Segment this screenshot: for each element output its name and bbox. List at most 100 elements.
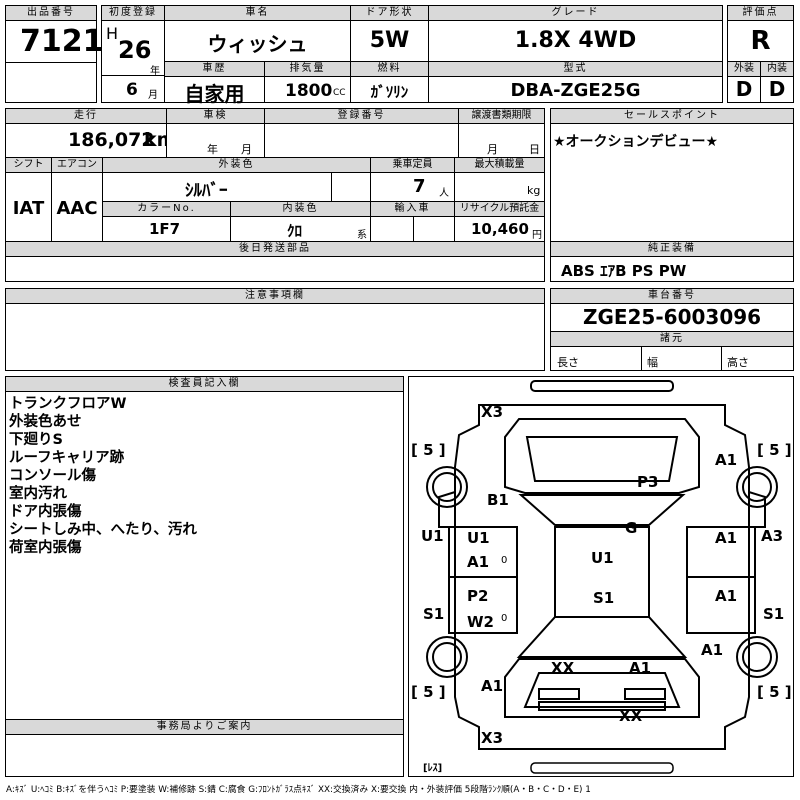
- genuine-equip-box: 純正装備 ABS ｴｱB PS PW: [550, 241, 794, 282]
- displacement-header: 排気量: [265, 62, 350, 77]
- mark-w2: W2: [467, 613, 494, 631]
- exterior-value: D: [735, 77, 753, 101]
- later-parts-header: 後日発送部品: [6, 242, 544, 257]
- lot-number: 7121: [20, 24, 104, 59]
- mark-b1: B1: [487, 491, 509, 509]
- interior-value: D: [768, 77, 786, 101]
- office-box: 事務局よりご案内: [5, 719, 404, 777]
- specs-height: 高さ: [727, 356, 749, 369]
- first-reg-header: 初度登録: [102, 6, 164, 21]
- exterior-box: 外装 D: [727, 61, 761, 103]
- inspector-line: 室内汚れ: [9, 486, 67, 502]
- mileage-box: 走行 186,072 km: [5, 108, 176, 158]
- chassis-header: 車台番号: [551, 289, 793, 304]
- car-name-box: 車名 ウィッシュ: [164, 5, 351, 62]
- chassis-box: 車台番号 ZGE25-6003096: [550, 288, 794, 332]
- recycle-box: リサイクル預託金 10,460 円: [454, 201, 545, 242]
- score-box: 評価点 R: [727, 5, 794, 62]
- lot-blank-box: [5, 62, 97, 103]
- specs-length: 長さ: [557, 356, 579, 369]
- aircon-value: AAC: [56, 198, 98, 219]
- grade-value: 1.8X 4WD: [514, 28, 637, 53]
- mileage-value: 186,072: [68, 129, 155, 151]
- color-no-value: 1F7: [149, 220, 181, 238]
- mark-u1-center: U1: [591, 549, 614, 567]
- grade-header: グレード: [429, 6, 722, 21]
- mark-zero-2: 0: [501, 613, 508, 624]
- displacement-box: 排気量 1800 CC: [264, 61, 351, 103]
- recycle-header: リサイクル預託金: [455, 202, 544, 217]
- exterior-header: 外装: [728, 62, 760, 77]
- mark-x3-top: X3: [481, 403, 504, 421]
- import-divider: [413, 216, 414, 242]
- car-name-header: 車名: [165, 6, 350, 21]
- door-header: ドア形状: [351, 6, 428, 21]
- reg-number-header: 登録番号: [265, 109, 458, 124]
- notes-box: 注意事項欄: [5, 288, 545, 371]
- color-no-box: カラーNo. 1F7: [102, 201, 231, 242]
- model-header: 型式: [429, 62, 722, 77]
- max-load-box: 最大積載量 kg: [454, 157, 545, 202]
- mark-s1-left: S1: [423, 605, 445, 623]
- specs-width: 幅: [647, 356, 658, 369]
- mark-five-br: [ 5 ]: [757, 683, 792, 701]
- sales-point-box: セールスポイント ★オークションデビュー★: [550, 108, 794, 242]
- shift-header: シフト: [6, 158, 51, 173]
- mark-p2: P2: [467, 587, 489, 605]
- inspector-line: トランクフロアW: [9, 396, 127, 412]
- mark-u1-a: U1: [467, 529, 490, 547]
- aircon-box: エアコン AAC: [51, 157, 103, 242]
- recycle-value: 10,460: [471, 220, 529, 238]
- max-load-unit: kg: [527, 184, 541, 197]
- reg-number-box: 登録番号: [264, 108, 459, 158]
- mark-zero-1: 0: [501, 555, 508, 566]
- ext-color-box: 外装色 ｼﾙﾊﾞｰ: [102, 157, 371, 202]
- inspector-box: 検査員記入欄 トランクフロアW 外装色あせ 下廻りS ルーフキャリア跡 コンソー…: [5, 376, 404, 720]
- capacity-unit: 人: [439, 188, 449, 199]
- specs-header: 諸元: [551, 332, 793, 347]
- genuine-equip-value: ABS ｴｱB PS PW: [561, 262, 687, 280]
- door-box: ドア形状 5W: [350, 5, 429, 62]
- inspection-month-unit: 月: [241, 143, 252, 156]
- mark-res: [ﾚｽ]: [423, 763, 443, 774]
- max-load-header: 最大積載量: [455, 158, 544, 173]
- inspector-line: 下廻りS: [9, 432, 63, 448]
- mark-a1-5: A1: [629, 659, 652, 677]
- first-reg-month-unit: 月: [148, 90, 158, 101]
- sales-point-value: ★オークションデビュー★: [553, 134, 719, 150]
- transfer-month-unit: 月: [487, 143, 498, 156]
- lot-box: 出品番号 7121: [5, 5, 104, 63]
- car-name-value: ウィッシュ: [207, 32, 308, 56]
- fuel-box: 燃料 ｶﾞｿﾘﾝ: [350, 61, 429, 103]
- inspector-line: ドア内張傷: [9, 504, 82, 520]
- displacement-unit: CC: [333, 88, 346, 98]
- int-color-unit: 系: [357, 230, 367, 241]
- genuine-equip-header: 純正装備: [551, 242, 793, 257]
- inspection-header: 車検: [167, 109, 264, 124]
- legend-text: A:ｷｽﾞ U:ﾍｺﾐ B:ｷｽﾞを伴うﾍｺﾐ P:要塗装 W:補修跡 S:錆 …: [6, 785, 591, 795]
- capacity-value: 7: [413, 176, 426, 197]
- history-box: 車歴 自家用: [164, 61, 265, 106]
- import-header: 輸入車: [371, 202, 454, 217]
- recycle-unit: 円: [532, 230, 542, 241]
- mark-a1-r4: A1: [701, 641, 724, 659]
- mark-x3-bottom: X3: [481, 729, 504, 747]
- mark-xx-1: XX: [551, 659, 575, 677]
- inspector-line: 荷室内張傷: [9, 540, 82, 556]
- int-color-value: ｸﾛ: [287, 222, 303, 240]
- specs-divider-2: [721, 346, 722, 371]
- displacement-value: 1800: [285, 81, 333, 101]
- transfer-header: 譲渡書類期限: [459, 109, 544, 124]
- import-box: 輸入車: [370, 201, 455, 242]
- mark-u1-left: U1: [421, 527, 444, 545]
- score-value: R: [750, 26, 771, 56]
- sales-point-header: セールスポイント: [551, 109, 793, 124]
- inspection-year-unit: 年: [207, 143, 218, 156]
- mark-a1-a: A1: [467, 553, 490, 571]
- mark-xx-2: XX: [619, 707, 643, 725]
- first-reg-box: 初度登録 H 26 年: [101, 5, 165, 77]
- capacity-box: 乗車定員 7 人: [370, 157, 455, 202]
- later-parts-box: 後日発送部品: [5, 241, 545, 282]
- specs-divider-1: [641, 346, 642, 371]
- first-reg-year: 26: [118, 36, 152, 64]
